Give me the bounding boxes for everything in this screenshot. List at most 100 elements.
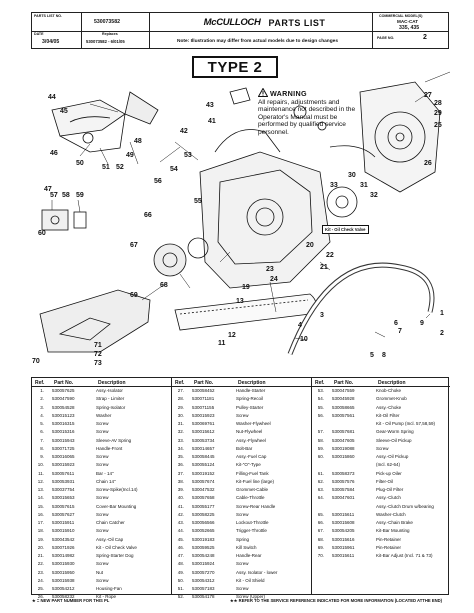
part-ref: 24. <box>37 577 44 583</box>
part-ref: 52. <box>177 594 184 600</box>
part-number: 530058232 <box>52 594 75 600</box>
part-ref: 40. <box>177 495 184 501</box>
callout-47: 47 <box>44 186 52 193</box>
fan-housing-part <box>359 81 441 193</box>
part-number: 530052665 <box>192 528 215 534</box>
part-description: Assy.-Clutch Drum w/bearing <box>376 503 434 509</box>
part-description: Kit - Oil Check Valve <box>96 544 137 550</box>
part-description: Screw <box>96 454 109 459</box>
part-number: 530014982 <box>52 553 75 558</box>
callout-25: 25 <box>434 122 442 129</box>
part-number: 530047601 <box>332 495 355 501</box>
callout-4: 4 <box>298 322 302 329</box>
front-handle-part <box>51 99 126 137</box>
part-ref: 15. <box>37 503 44 509</box>
replaces-cell: Replaces 530073582 - 6/01/05 <box>82 31 150 48</box>
part-ref: 30. <box>177 412 184 418</box>
part-ref: 55. <box>317 404 324 410</box>
part-number: 530057625 <box>52 388 75 393</box>
part-ref: 69. <box>317 544 324 550</box>
part-description: Chain Catcher <box>96 520 125 525</box>
part-number: 530054212 <box>52 586 75 591</box>
part-ref: 32. <box>177 429 184 435</box>
parts-list-header: PARTS LIST NO. 530073582 DATE 3/04/05 Re… <box>31 12 449 49</box>
parts-list-no-value: 530073582 <box>94 19 120 25</box>
callout-67: 67 <box>130 242 138 249</box>
page-no-value: 2 <box>423 34 427 41</box>
part-number: 530047605 <box>332 437 355 443</box>
callout-46: 46 <box>50 150 58 157</box>
part-number: 530057561 <box>332 412 355 418</box>
part-ref: 12. <box>37 478 44 484</box>
diagram-drawing <box>39 71 450 355</box>
part-ref: 60. <box>317 454 324 459</box>
callout-68: 68 <box>160 282 168 289</box>
callout-11: 11 <box>218 340 226 347</box>
part-ref: 27. <box>177 388 184 393</box>
part-description: Plug-Oil Filter <box>376 487 404 492</box>
part-description: Handle-Starter <box>236 388 266 393</box>
part-ref: 4. <box>40 412 44 418</box>
table-row <box>312 560 450 568</box>
part-description: Screw <box>236 412 249 418</box>
part-ref: 46. <box>177 544 184 550</box>
part-ref: 6. <box>40 429 44 435</box>
part-description: Knob-Choke <box>376 388 402 393</box>
part-number: 530015911 <box>52 520 75 525</box>
part-description: Nut-Flywheel <box>236 429 263 435</box>
part-ref: 8. <box>40 445 44 451</box>
part-number: 530057615 <box>52 503 75 509</box>
callout-33: 33 <box>330 182 338 189</box>
callout-2: 2 <box>440 330 444 337</box>
callout-22: 22 <box>326 252 334 259</box>
parts-list-title: PARTS LIST <box>268 17 326 28</box>
part-ref: 1. <box>40 388 44 393</box>
part-description: (Incl. 62-64) <box>376 462 401 468</box>
part-ref: 47. <box>177 553 184 558</box>
table-header: Ref. Part No. Description <box>312 378 450 387</box>
part-description: Screw <box>236 586 249 591</box>
part-ref: 10. <box>37 462 44 468</box>
callout-66: 66 <box>144 212 152 219</box>
part-number: 530016065 <box>52 454 75 459</box>
part-description: Assy.-Choke <box>376 404 402 410</box>
part-ref: 61. <box>317 470 324 476</box>
description-header: Description <box>378 380 406 386</box>
footer-service-reference-note: ★★ REFER TO THE SERVICE REFERENCE INDICA… <box>230 598 443 603</box>
callout-44: 44 <box>48 94 56 101</box>
part-number: 530019183 <box>192 536 215 542</box>
part-number: 530015924 <box>192 561 215 567</box>
part-description: Screw <box>236 561 249 567</box>
part-ref: 39. <box>177 487 184 492</box>
part-number: 530015943 <box>52 437 75 443</box>
callout-52: 52 <box>116 164 124 171</box>
part-description: Gear-Worm Spring <box>376 429 414 435</box>
part-number: 530047590 <box>52 396 75 402</box>
part-ref: 36. <box>177 462 184 468</box>
callout-10: 10 <box>300 336 308 343</box>
part-description: Sleeve-AV Spring <box>96 437 132 443</box>
part-ref: 41. <box>177 503 184 509</box>
callout-30: 30 <box>348 172 356 179</box>
replaces-label: Replaces <box>102 32 118 36</box>
part-description: Kit-Fuel line (large) <box>236 478 275 484</box>
part-number: 530056566 <box>192 520 215 525</box>
